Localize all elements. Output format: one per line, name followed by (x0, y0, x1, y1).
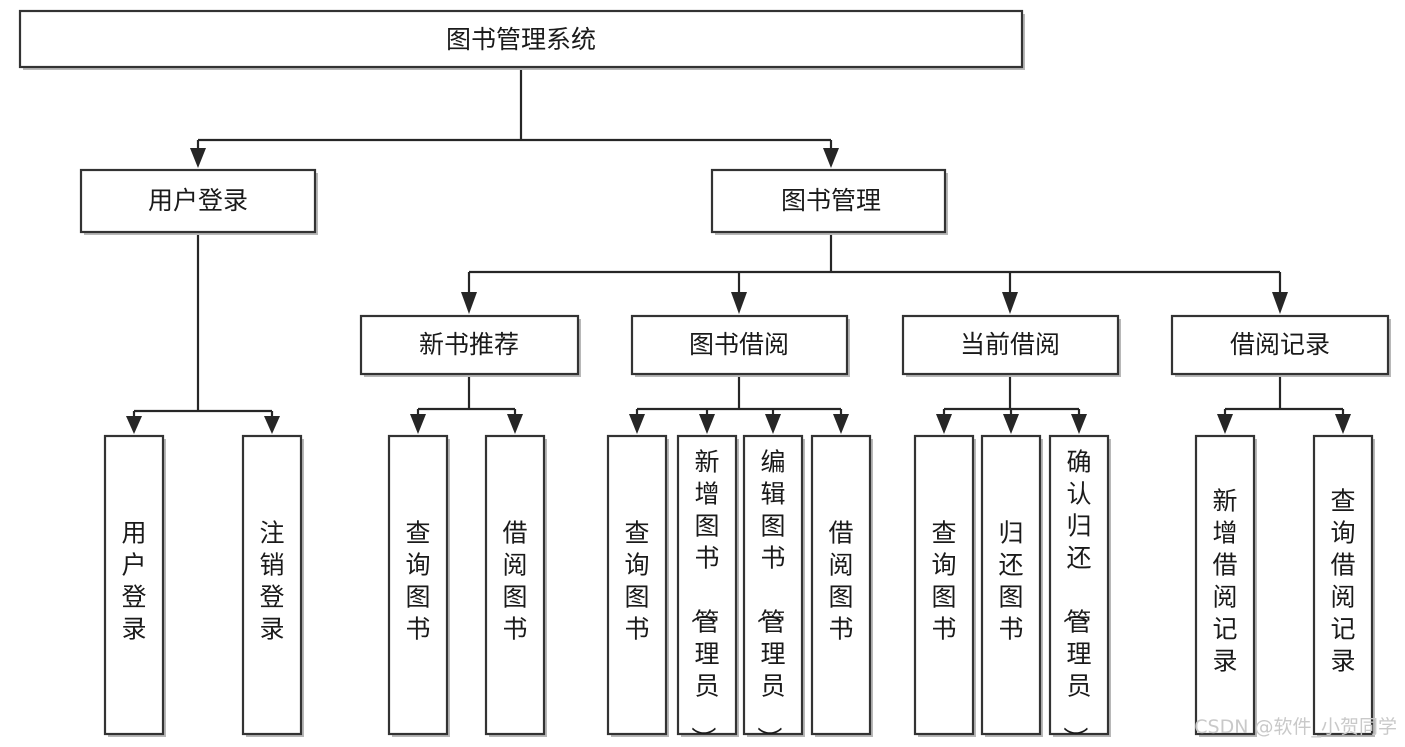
node-leaf-edit-book-label: 编辑图书（管理员） (754, 448, 785, 747)
node-book-borrow[interactable]: 图书借阅 (630, 314, 850, 377)
node-leaf-user-login[interactable]: 用户登录 (103, 434, 166, 737)
arrow-head-icon-leaf-query-book-1 (410, 414, 426, 434)
node-leaf-query-book-2-box (606, 434, 668, 736)
arrow-head-icon-leaf-query-book-2 (629, 414, 645, 434)
node-leaf-return-book-label: 归还图书 (998, 519, 1023, 644)
node-current-borrow[interactable]: 当前借阅 (901, 314, 1121, 377)
arrow-head-icon-leaf-edit-book (765, 414, 781, 434)
node-leaf-borrow-book-1[interactable]: 借阅图书 (484, 434, 547, 737)
node-book-manage[interactable]: 图书管理 (710, 168, 948, 235)
node-leaf-return-book-box (980, 434, 1042, 736)
node-book-manage-box (710, 168, 947, 234)
node-book-manage-label: 图书管理 (781, 186, 881, 215)
node-leaf-query-record-label: 查询借阅记录 (1330, 487, 1355, 676)
node-leaf-query-book-3-box (913, 434, 975, 736)
arrow-head-icon-leaf-query-record (1335, 414, 1351, 434)
connector-layer (126, 67, 1351, 434)
arrow-head-icon-leaf-add-book (699, 414, 715, 434)
arrow-head-icon-current-borrow (1002, 292, 1018, 314)
node-leaf-query-book-2[interactable]: 查询图书 (606, 434, 669, 737)
node-leaf-borrow-book-2[interactable]: 借阅图书 (810, 434, 873, 737)
arrow-head-icon-book-manage (823, 148, 839, 168)
node-leaf-edit-book-box (742, 434, 804, 736)
arrow-head-icon-leaf-query-book-3 (936, 414, 952, 434)
node-leaf-query-book-3[interactable]: 查询图书 (913, 434, 976, 737)
node-root[interactable]: 图书管理系统 (18, 9, 1025, 70)
node-leaf-query-book-2-label: 查询图书 (624, 519, 649, 644)
node-leaf-logout-box (241, 434, 303, 736)
node-leaf-confirm-return-box (1048, 434, 1110, 736)
node-leaf-query-book-1[interactable]: 查询图书 (387, 434, 450, 737)
node-leaf-borrow-book-2-box (810, 434, 872, 736)
node-leaf-query-book-1-box (387, 434, 449, 736)
node-leaf-add-record-label: 新增借阅记录 (1212, 487, 1237, 676)
arrow-head-icon-leaf-user-login (126, 416, 142, 434)
node-leaf-borrow-book-1-label: 借阅图书 (502, 519, 527, 644)
node-new-book-rec-box (359, 314, 580, 376)
node-leaf-user-login-box (103, 434, 165, 736)
arrow-head-icon-leaf-logout (264, 416, 280, 434)
node-borrow-record-label: 借阅记录 (1230, 330, 1330, 359)
node-leaf-borrow-book-2-label: 借阅图书 (828, 519, 853, 644)
arrow-head-icon-user-login (190, 148, 206, 168)
node-user-login[interactable]: 用户登录 (79, 168, 318, 235)
node-leaf-add-book-label: 新增图书（管理员） (688, 448, 719, 747)
node-borrow-record[interactable]: 借阅记录 (1170, 314, 1391, 377)
node-leaf-query-book-1-label: 查询图书 (405, 519, 430, 644)
node-leaf-confirm-return[interactable]: 确认归还（管理员） (1048, 434, 1111, 747)
node-user-login-label: 用户登录 (148, 186, 248, 215)
node-leaf-user-login-label: 用户登录 (121, 519, 146, 644)
arrow-head-icon-leaf-borrow-book-1 (507, 414, 523, 434)
node-leaf-edit-book[interactable]: 编辑图书（管理员） (742, 434, 805, 747)
node-new-book-rec-label: 新书推荐 (419, 330, 519, 359)
node-root-box (18, 9, 1024, 69)
arrow-head-icon-book-borrow (731, 292, 747, 314)
arrow-head-icon-new-book-rec (461, 292, 477, 314)
node-leaf-confirm-return-label: 确认归还（管理员） (1060, 448, 1091, 747)
node-leaf-logout-label: 注销登录 (259, 519, 284, 644)
node-leaf-add-record[interactable]: 新增借阅记录 (1194, 434, 1257, 737)
arrow-head-icon-leaf-borrow-book-2 (833, 414, 849, 434)
node-leaf-return-book[interactable]: 归还图书 (980, 434, 1043, 737)
node-new-book-rec[interactable]: 新书推荐 (359, 314, 581, 377)
node-root-label: 图书管理系统 (446, 25, 596, 54)
node-leaf-logout[interactable]: 注销登录 (241, 434, 304, 737)
node-leaf-add-book-box (676, 434, 738, 736)
node-user-login-box (79, 168, 317, 234)
csdn-watermark: CSDN @软件_小贺同学 (1194, 716, 1397, 738)
node-leaf-query-record[interactable]: 查询借阅记录 (1312, 434, 1375, 737)
arrow-head-icon-leaf-add-record (1217, 414, 1233, 434)
arrow-head-icon-leaf-return-book (1003, 414, 1019, 434)
node-borrow-record-box (1170, 314, 1390, 376)
node-book-borrow-box (630, 314, 849, 376)
node-leaf-add-record-box (1194, 434, 1256, 736)
arrow-head-icon-borrow-record (1272, 292, 1288, 314)
node-book-borrow-label: 图书借阅 (689, 330, 789, 359)
node-leaf-query-book-3-label: 查询图书 (931, 519, 956, 644)
node-leaf-borrow-book-1-box (484, 434, 546, 736)
arrow-head-icon-leaf-confirm-return (1071, 414, 1087, 434)
leaf-node-layer: 用户登录 注销登录 查询图书 借阅图书 查询图书 新增图书（管理员） 编辑图书（管理员） 借阅… (103, 434, 1375, 747)
node-leaf-add-book[interactable]: 新增图书（管理员） (676, 434, 739, 747)
node-current-borrow-box (901, 314, 1120, 376)
node-leaf-query-record-box (1312, 434, 1374, 736)
node-current-borrow-label: 当前借阅 (960, 330, 1060, 359)
